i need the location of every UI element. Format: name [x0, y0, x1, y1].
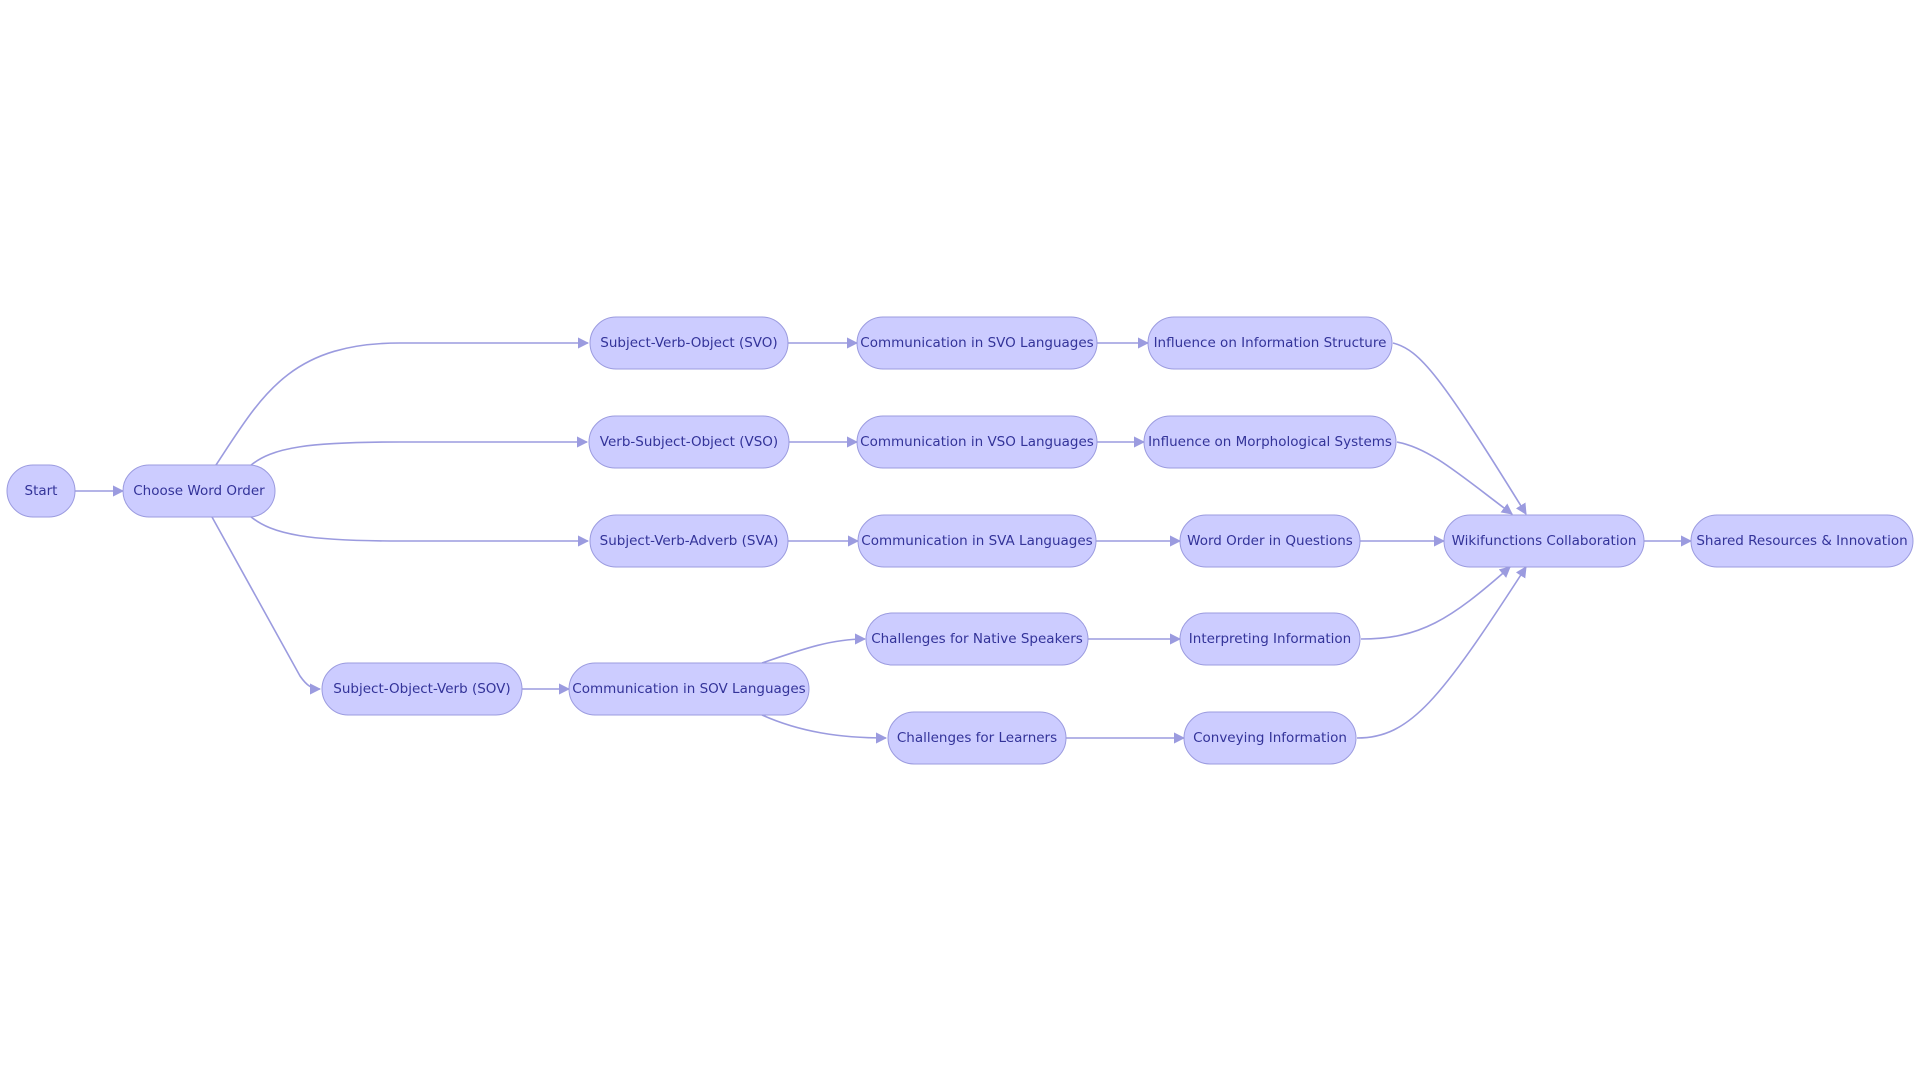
node-shape-comm_sov	[568, 662, 810, 716]
node-shape-comm_sva	[857, 514, 1097, 568]
node-comm_svo: Communication in SVO Languages	[856, 316, 1098, 370]
node-infl_morph: Influence on Morphological Systems	[1143, 415, 1397, 469]
node-comm_sov: Communication in SOV Languages	[568, 662, 810, 716]
edge-infl_info-to-wiki	[1392, 342, 1527, 515]
node-shape-start	[6, 464, 76, 518]
node-shape-infl_info	[1147, 316, 1393, 370]
node-shape-word_order_q	[1179, 514, 1361, 568]
node-label-sva: Subject-Verb-Adverb (SVA)	[600, 533, 779, 549]
node-svo: Subject-Verb-Object (SVO)	[589, 316, 789, 370]
node-shape-sov	[321, 662, 523, 716]
nodes-layer: Start Choose Word Order Subject-Verb-Objec…	[6, 316, 1914, 765]
edge-choose-to-vso	[249, 436, 589, 467]
node-label-convey: Conveying Information	[1193, 730, 1347, 746]
node-label-infl_morph: Influence on Morphological Systems	[1148, 434, 1392, 450]
node-shape-convey	[1183, 711, 1357, 765]
node-label-wiki: Wikifunctions Collaboration	[1452, 533, 1637, 549]
node-interp: Interpreting Information	[1179, 612, 1361, 666]
node-word_order_q: Word Order in Questions	[1179, 514, 1361, 568]
node-label-infl_info: Influence on Information Structure	[1154, 335, 1387, 351]
node-shape-sva	[589, 514, 789, 568]
node-shape-chal_learn	[887, 711, 1067, 765]
node-label-word_order_q: Word Order in Questions	[1187, 533, 1353, 549]
node-label-comm_vso: Communication in VSO Languages	[860, 434, 1094, 450]
node-comm_sva: Communication in SVA Languages	[857, 514, 1097, 568]
node-label-comm_sva: Communication in SVA Languages	[861, 533, 1092, 549]
node-label-chal_native: Challenges for Native Speakers	[871, 631, 1083, 647]
node-wiki: Wikifunctions Collaboration	[1443, 514, 1645, 568]
node-label-sov: Subject-Object-Verb (SOV)	[333, 681, 510, 697]
node-label-comm_sov: Communication in SOV Languages	[572, 681, 805, 697]
node-shape-infl_morph	[1143, 415, 1397, 469]
node-shape-svo	[589, 316, 789, 370]
edge-choose-to-svo	[215, 337, 590, 466]
node-label-start: Start	[25, 483, 58, 499]
node-shape-chal_native	[865, 612, 1089, 666]
node-shape-shared	[1690, 514, 1914, 568]
node-shape-comm_vso	[856, 415, 1098, 469]
node-label-interp: Interpreting Information	[1189, 631, 1351, 647]
node-choose: Choose Word Order	[122, 464, 276, 518]
node-label-svo: Subject-Verb-Object (SVO)	[600, 335, 777, 351]
node-sva: Subject-Verb-Adverb (SVA)	[589, 514, 789, 568]
node-shape-wiki	[1443, 514, 1645, 568]
node-label-comm_svo: Communication in SVO Languages	[860, 335, 1093, 351]
edge-comm_sov-to-chal_native	[761, 633, 867, 664]
node-vso: Verb-Subject-Object (VSO)	[588, 415, 790, 469]
node-comm_vso: Communication in VSO Languages	[856, 415, 1098, 469]
node-shape-vso	[588, 415, 790, 469]
edge-infl_morph-to-wiki	[1396, 441, 1513, 515]
node-shape-choose	[122, 464, 276, 518]
node-label-vso: Verb-Subject-Object (VSO)	[600, 434, 778, 450]
node-chal_native: Challenges for Native Speakers	[865, 612, 1089, 666]
edge-choose-to-sva	[249, 515, 590, 547]
node-shape-interp	[1179, 612, 1361, 666]
node-sov: Subject-Object-Verb (SOV)	[321, 662, 523, 716]
edge-convey-to-wiki	[1356, 566, 1527, 739]
node-infl_info: Influence on Information Structure	[1147, 316, 1393, 370]
node-shared: Shared Resources & Innovation	[1690, 514, 1914, 568]
edges-layer	[75, 337, 1693, 744]
edge-choose-to-sov	[211, 516, 322, 695]
node-label-chal_learn: Challenges for Learners	[897, 730, 1057, 746]
edge-comm_sov-to-chal_learn	[761, 714, 888, 744]
node-start: Start	[6, 464, 76, 518]
node-label-shared: Shared Resources & Innovation	[1696, 533, 1907, 549]
node-chal_learn: Challenges for Learners	[887, 711, 1067, 765]
edge-interp-to-wiki	[1360, 566, 1511, 640]
node-convey: Conveying Information	[1183, 711, 1357, 765]
node-shape-comm_svo	[856, 316, 1098, 370]
node-label-choose: Choose Word Order	[133, 483, 265, 499]
